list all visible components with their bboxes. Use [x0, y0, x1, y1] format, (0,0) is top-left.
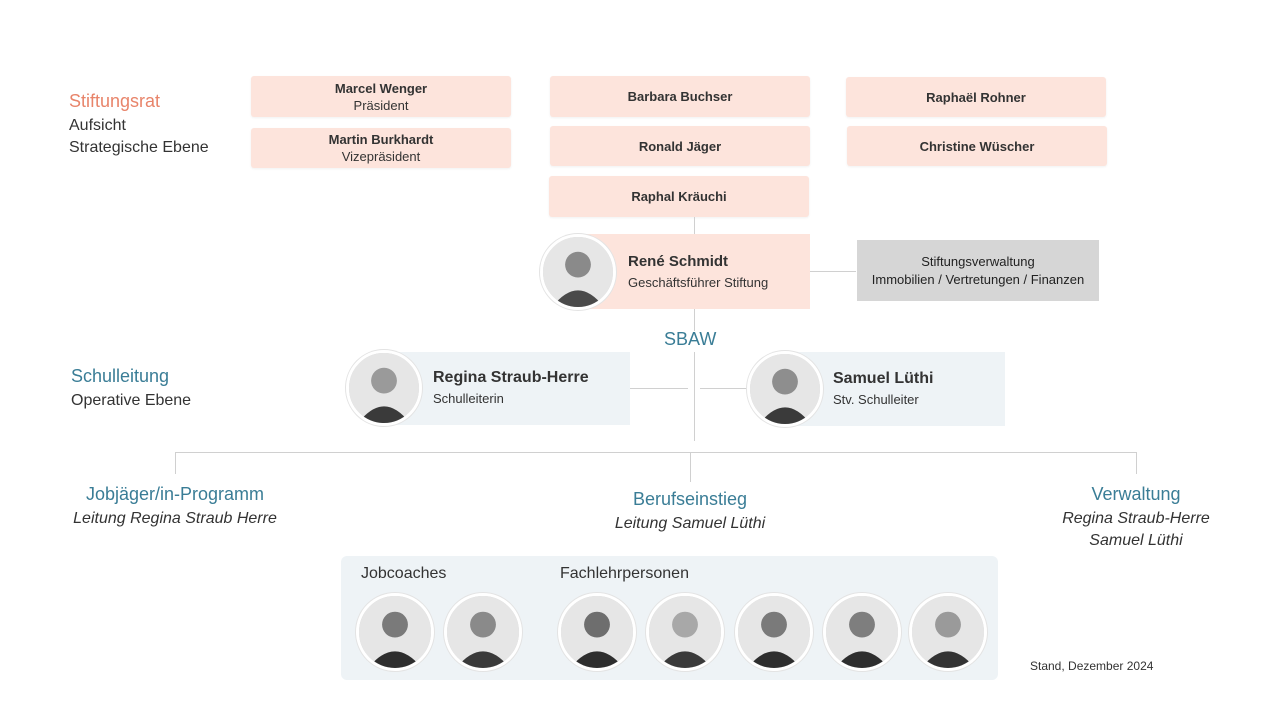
- ceo-photo: [540, 234, 616, 310]
- connector-board-ceo: [694, 217, 695, 237]
- team-panel: Jobcoaches Fachlehrpersonen: [341, 556, 998, 680]
- teacher-photo: [823, 593, 901, 671]
- samuel-photo: [747, 351, 823, 427]
- regina-role: Schulleiterin: [433, 391, 504, 406]
- connector-head-right: [700, 388, 748, 389]
- connector-branch-right: [1136, 452, 1137, 474]
- connector-branch-left: [175, 452, 176, 474]
- connector-sbaw-branches: [694, 352, 695, 441]
- teacher-photo: [909, 593, 987, 671]
- group-label-fachlehrpersonen: Fachlehrpersonen: [560, 565, 689, 582]
- connector-head-left: [630, 388, 688, 389]
- board-member-name: Raphal Kräuchi: [631, 189, 727, 204]
- admin-box-title: Stiftungsverwaltung: [921, 253, 1035, 269]
- board-member-president: Marcel Wenger Präsident: [251, 76, 511, 117]
- board-member-wuescher: Christine Wüscher: [847, 126, 1107, 166]
- regina-photo: [346, 350, 422, 426]
- connector-ceo-sbaw: [694, 309, 695, 331]
- stand-date: Stand, Dezember 2024: [1030, 659, 1154, 673]
- admin-box-sub: Immobilien / Vertretungen / Finanzen: [871, 271, 1085, 287]
- connector-branch-bar: [175, 452, 1137, 453]
- board-member-kraeuchi: Raphal Kräuchi: [549, 176, 809, 217]
- branch-lead-verwaltung-2: Samuel Lüthi: [1089, 532, 1183, 549]
- stiftungsrat-sub-ebene: Strategische Ebene: [69, 139, 209, 156]
- connector-branch-center: [690, 452, 691, 482]
- stiftungsrat-sub-aufsicht: Aufsicht: [69, 117, 126, 134]
- head-card-samuel: Samuel Lüthi Stv. Schulleiter: [747, 351, 1005, 427]
- board-member-role: Vizepräsident: [341, 149, 421, 164]
- branch-title-berufseinstieg: Berufseinstieg: [632, 489, 748, 509]
- jobcoach-photo: [444, 593, 522, 671]
- ceo-role: Geschäftsführer Stiftung: [628, 275, 769, 290]
- regina-name: Regina Straub-Herre: [433, 369, 589, 386]
- ceo-card: René Schmidt Geschäftsführer Stiftung: [540, 234, 810, 310]
- board-member-buchser: Barbara Buchser: [550, 76, 810, 117]
- board-member-name: Ronald Jäger: [638, 138, 722, 154]
- sbaw-label: SBAW: [664, 329, 717, 349]
- head-card-bg: [386, 352, 630, 425]
- branch-lead-verwaltung-1: Regina Straub-Herre: [1062, 510, 1210, 527]
- teacher-photo: [558, 593, 636, 671]
- board-member-rohner: Raphaël Rohner: [846, 77, 1106, 117]
- jobcoach-photo: [356, 593, 434, 671]
- stiftungsrat-title: Stiftungsrat: [69, 91, 161, 111]
- board-member-name: Christine Wüscher: [919, 138, 1035, 154]
- board-member-name: Marcel Wenger: [334, 80, 428, 96]
- branch-lead-jobjaeger: Leitung Regina Straub Herre: [73, 510, 277, 527]
- samuel-role: Stv. Schulleiter: [833, 392, 919, 407]
- board-member-name: Raphaël Rohner: [926, 89, 1026, 105]
- board-member-name: Martin Burkhardt: [328, 132, 434, 147]
- ceo-card-bg: [578, 234, 810, 309]
- schulleitung-sub: Operative Ebene: [71, 392, 192, 409]
- board-member-jaeger: Ronald Jäger: [550, 126, 810, 166]
- branch-title-verwaltung: Verwaltung: [1091, 484, 1181, 504]
- head-card-bg: [787, 352, 1005, 426]
- branch-lead-berufseinstieg: Leitung Samuel Lüthi: [614, 515, 766, 532]
- stiftungsverwaltung-box: Stiftungsverwaltung Immobilien / Vertret…: [857, 240, 1099, 301]
- board-member-vicepresident: Martin Burkhardt Vizepräsident: [251, 128, 511, 168]
- board-member-name: Barbara Buchser: [627, 89, 733, 104]
- samuel-name: Samuel Lüthi: [833, 370, 934, 387]
- branch-title-jobjaeger: Jobjäger/in-Programm: [85, 484, 265, 504]
- connector-ceo-admin: [810, 271, 856, 272]
- schulleitung-title: Schulleitung: [71, 366, 170, 386]
- head-card-regina: Regina Straub-Herre Schulleiterin: [346, 350, 630, 426]
- group-label-jobcoaches: Jobcoaches: [361, 565, 447, 582]
- ceo-name: René Schmidt: [628, 253, 729, 270]
- teacher-photo: [735, 593, 813, 671]
- teacher-photo: [646, 593, 724, 671]
- board-member-role: Präsident: [353, 97, 409, 113]
